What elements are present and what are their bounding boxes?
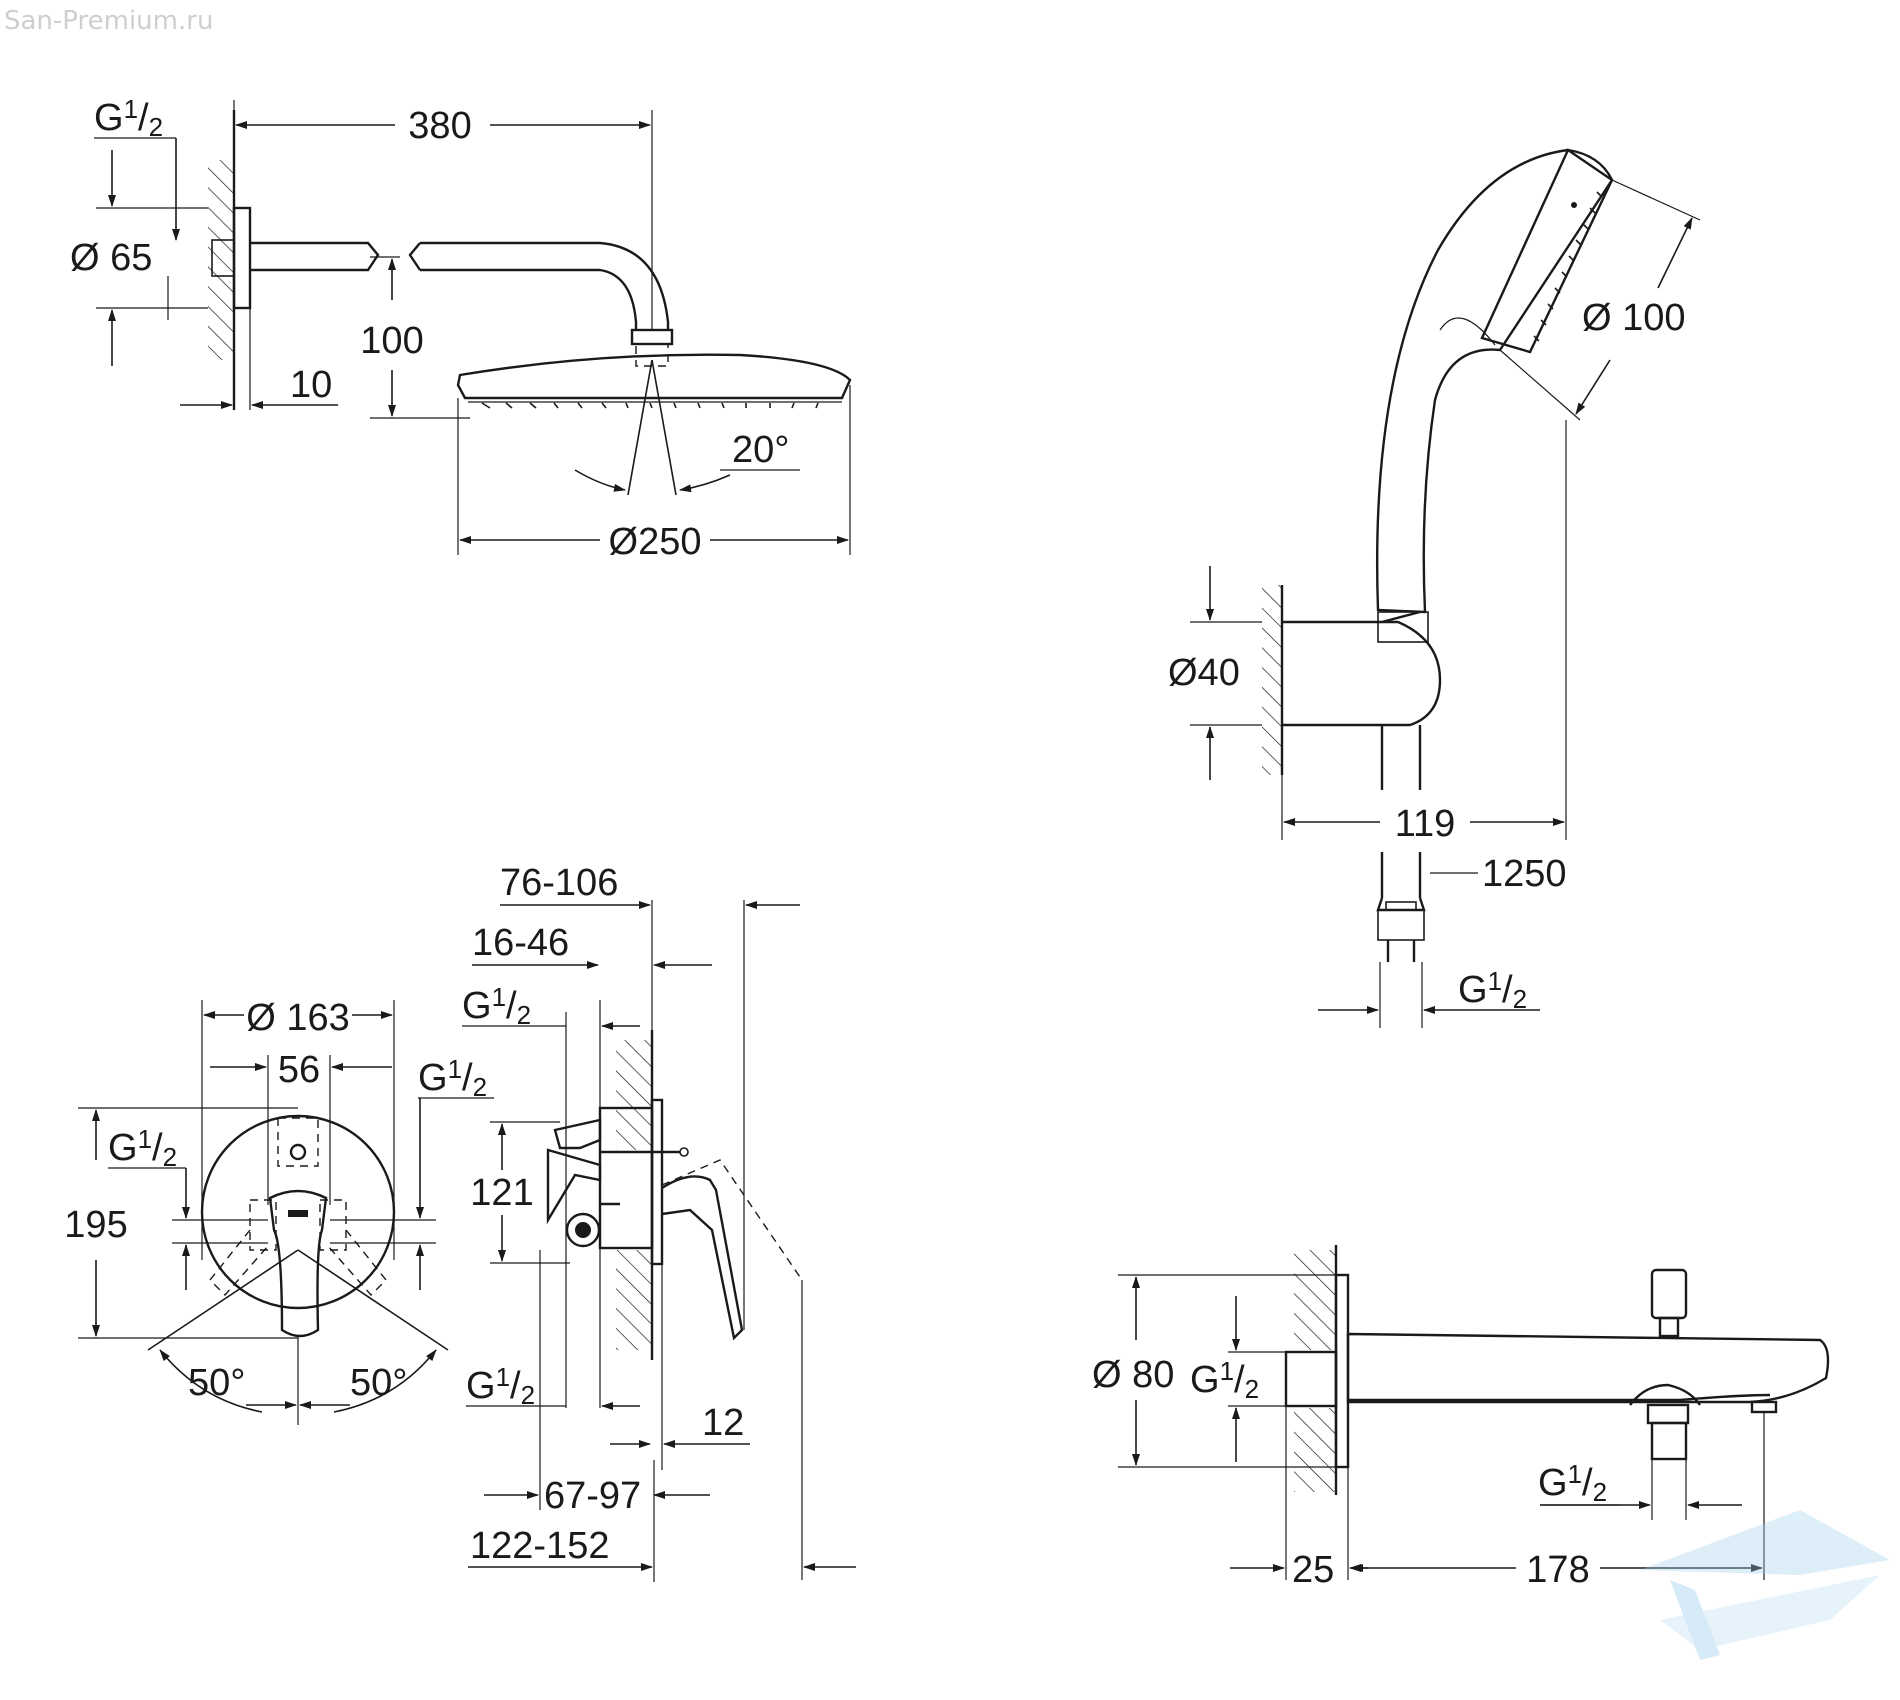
mixer-lever-logo bbox=[288, 1210, 308, 1217]
spout-wall-hatch-top bbox=[1294, 1250, 1336, 1350]
spout-aerator bbox=[1750, 1400, 1778, 1414]
hand-shower-handle bbox=[1375, 148, 1614, 614]
hose-connector-knurl bbox=[1377, 611, 1429, 643]
lever-swing-left bbox=[209, 1229, 269, 1297]
shower-outlet-connector bbox=[1650, 1421, 1688, 1461]
plate-height-label: 195 bbox=[64, 1204, 127, 1246]
shower-head-body bbox=[456, 353, 852, 400]
flange-depth-label: 10 bbox=[290, 364, 332, 406]
arm-length-label: 380 bbox=[408, 105, 471, 147]
bath-spout-view: Ø 80 G1/2 G1/2 25 178 bbox=[1092, 1245, 1830, 1591]
head-diameter-label: Ø250 bbox=[609, 521, 702, 563]
mixer-thread-left-label: G1/2 bbox=[108, 1124, 177, 1172]
flange-diameter-label: Ø 65 bbox=[70, 237, 152, 279]
hand-shower-face bbox=[1480, 148, 1614, 354]
mixer-wall-hatch-bottom bbox=[616, 1250, 652, 1350]
diverter-stem bbox=[1658, 1316, 1680, 1338]
tilt-axis-a bbox=[627, 359, 653, 496]
head-shower-view: 380 G1/2 Ø 65 10 100 20° Ø250 bbox=[70, 94, 852, 563]
angle-axis-left bbox=[147, 1249, 299, 1351]
mixer-cover-plate bbox=[650, 1098, 664, 1266]
angle-axis-right bbox=[297, 1249, 449, 1351]
flange-connector bbox=[211, 239, 235, 277]
spout-rosette bbox=[1334, 1273, 1350, 1469]
wall-depth-label: 25 bbox=[1292, 1549, 1334, 1591]
arm-break bbox=[408, 242, 421, 271]
spout-outlet-thread-label: G1/2 bbox=[1538, 1459, 1607, 1507]
watermark-site-name: San-Premium.ru bbox=[4, 6, 214, 36]
mixer-inlet-port bbox=[565, 1212, 601, 1248]
spout-length-label: 178 bbox=[1526, 1549, 1589, 1591]
flange bbox=[232, 206, 252, 310]
holder-diameter-label: Ø40 bbox=[1168, 652, 1240, 694]
depth-inner-label: 16-46 bbox=[472, 922, 569, 964]
hose-thread-label: G1/2 bbox=[1458, 966, 1527, 1014]
san-premium-bath-logo-icon bbox=[1640, 1510, 1890, 1660]
spout-wall-hatch-bottom bbox=[1294, 1408, 1336, 1492]
tilt-axis-b bbox=[651, 359, 677, 496]
angle-right-label: 50° bbox=[350, 1362, 407, 1404]
hand-head-dim-b bbox=[1575, 359, 1611, 415]
hidden-ball-joint bbox=[635, 343, 669, 367]
head-thread-label: G1/2 bbox=[94, 94, 163, 142]
hand-head-dim-a bbox=[1657, 217, 1693, 289]
hand-shower-view: Ø 100 Ø40 119 1250 G1/2 bbox=[1168, 148, 1701, 1028]
mixer-inlet-housing bbox=[546, 1148, 602, 1225]
spout-inlet-connector bbox=[1284, 1350, 1338, 1408]
rosette-diameter-label: Ø 80 bbox=[1092, 1354, 1174, 1396]
spout-inlet-thread-label: G1/2 bbox=[1190, 1356, 1259, 1404]
spout-bottom-outlet bbox=[1629, 1383, 1701, 1406]
lever-swing-right bbox=[327, 1229, 387, 1297]
mixer-wall-hatch-top bbox=[616, 1040, 652, 1150]
plate-diameter-label: Ø 163 bbox=[246, 997, 350, 1039]
shower-head-nozzles bbox=[481, 402, 819, 409]
plate-thickness-label: 12 bbox=[702, 1402, 744, 1444]
mixer-side-lever bbox=[661, 1175, 744, 1341]
shower-arm-bend-inner bbox=[420, 268, 638, 330]
shower-holder bbox=[1282, 620, 1442, 727]
depth-outer-label: 76-106 bbox=[500, 862, 618, 904]
tilt-arc-right bbox=[679, 474, 731, 493]
hand-head-diameter-label: Ø 100 bbox=[1582, 297, 1686, 339]
angle-left-label: 50° bbox=[188, 1362, 245, 1404]
mixer-thread-bottom-side-label: G1/2 bbox=[466, 1362, 535, 1410]
hand-shower-nozzles bbox=[1533, 191, 1603, 342]
mixer-view: 50° 50° Ø 163 56 195 G1/2 G1/2 bbox=[64, 862, 856, 1582]
diverter-knob bbox=[289, 1143, 307, 1161]
arm-nut bbox=[630, 328, 674, 346]
tilt-arc-left bbox=[574, 469, 626, 492]
drop-height-label: 100 bbox=[360, 320, 423, 362]
hose-length-label: 1250 bbox=[1482, 853, 1567, 895]
mixer-lever-swing bbox=[661, 1159, 803, 1281]
install-range-b-label: 122-152 bbox=[470, 1525, 609, 1567]
shower-arm-bend-outer bbox=[420, 241, 670, 330]
diverter-knob-top bbox=[1650, 1268, 1688, 1320]
spout-body bbox=[1346, 1332, 1830, 1404]
mixer-lever bbox=[268, 1189, 328, 1338]
shower-arm-near bbox=[250, 241, 380, 272]
tilt-angle-label: 20° bbox=[732, 429, 789, 471]
mixer-thread-right-label: G1/2 bbox=[418, 1054, 487, 1102]
install-range-a-label: 67-97 bbox=[544, 1475, 641, 1517]
body-height-label: 121 bbox=[470, 1172, 533, 1214]
inlet-spacing-label: 56 bbox=[278, 1049, 320, 1091]
mixer-thread-top-side-label: G1/2 bbox=[462, 982, 531, 1030]
hidden-diverter bbox=[277, 1117, 319, 1167]
hand-wall-hatch bbox=[1262, 585, 1282, 775]
projection-label: 119 bbox=[1395, 803, 1456, 845]
hose-nut-knurl bbox=[1377, 909, 1425, 941]
